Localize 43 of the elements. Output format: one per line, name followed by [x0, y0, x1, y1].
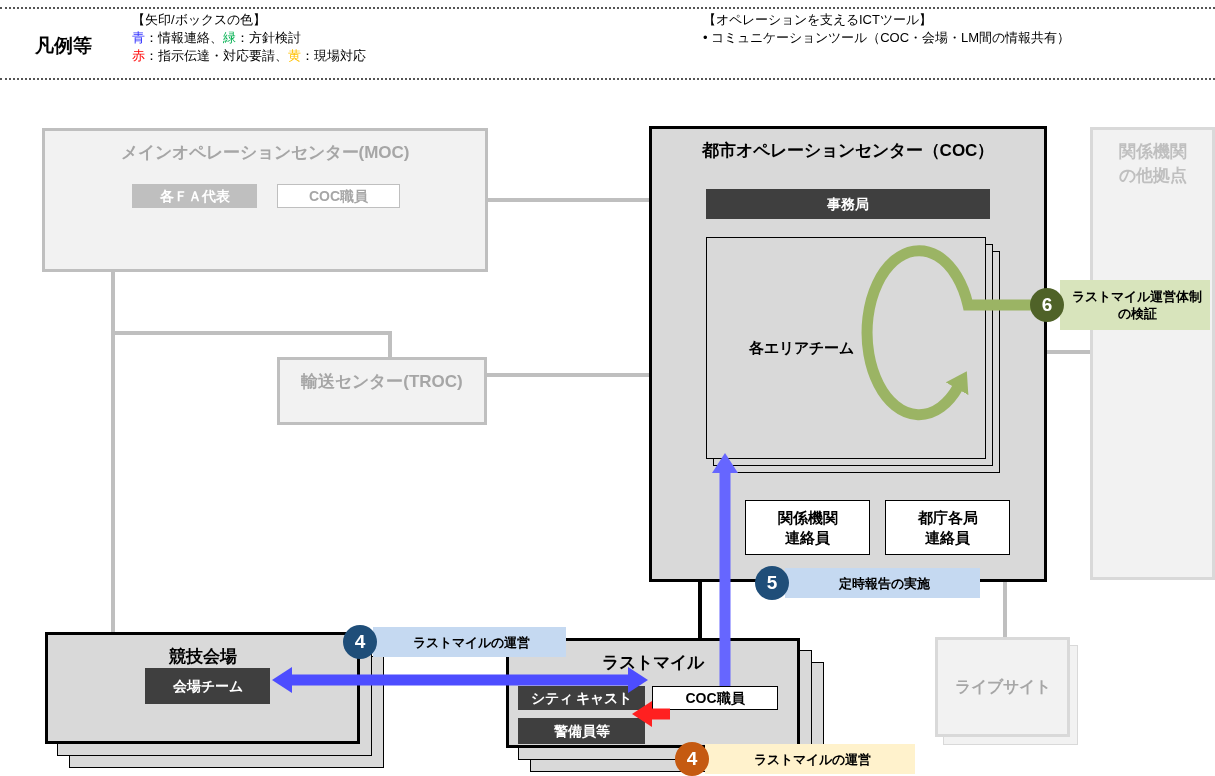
legend-text: • コミュニケーションツール（COC・会場・LM間の情報共有）: [703, 29, 1071, 47]
center-box: [277, 357, 487, 425]
box-title: ラストマイル: [601, 652, 706, 674]
box-title: 都市オペレーションセンター（COC）: [700, 140, 996, 162]
legend-text: ：方針検討: [236, 30, 301, 45]
legend-text: 【矢印/ボックスの色】: [132, 11, 266, 29]
double-arrow: [272, 667, 648, 693]
legend-text: 【オペレーションを支えるICTツール】: [703, 11, 932, 29]
callout-text: ラストマイル運営体制の検証: [1071, 288, 1203, 322]
role-label: COC職員: [652, 686, 778, 710]
color-key: 青: [132, 30, 145, 45]
box-title: 輸送センター(TROC): [300, 371, 464, 393]
liaison-box: 都庁各局連絡員: [885, 500, 1010, 555]
box-title: メインオペレーションセンター(MOC): [119, 142, 411, 164]
step-number: 4: [343, 625, 377, 659]
connector-line: [1047, 350, 1090, 354]
center-box: [42, 128, 488, 272]
arrow: [712, 453, 738, 686]
color-key: 赤: [132, 48, 145, 63]
connector-line: [111, 272, 115, 632]
legend-text: ：情報連絡、: [145, 30, 223, 45]
role-label: COC職員: [277, 184, 400, 208]
color-key: 黄: [288, 48, 301, 63]
connector-line: [487, 373, 649, 377]
team-label: 事務局: [706, 189, 990, 219]
legend-heading: 凡例等: [35, 34, 92, 58]
callout-text: ラストマイルの運営: [752, 750, 872, 768]
color-key: 緑: [223, 30, 236, 45]
callout-text: ラストマイルの運営: [412, 633, 531, 651]
liaison-box: 関係機関連絡員: [745, 500, 870, 555]
team-label: 警備員等: [518, 718, 645, 744]
box-title: 競技会場: [167, 646, 238, 668]
box-title: 各エリアチーム: [747, 338, 855, 358]
connector-line: [698, 582, 702, 638]
role-label: 各ＦＡ代表: [132, 184, 257, 208]
connector-line: [1003, 582, 1007, 637]
callout-text: 定時報告の実施: [838, 574, 931, 592]
legend-text: ：指示伝達・対応要請、: [145, 48, 288, 63]
team-label: 会場チーム: [145, 668, 270, 704]
connector-line: [488, 198, 649, 202]
arrow: [632, 701, 670, 727]
legend-text: ：現場対応: [301, 48, 366, 63]
team-label: シティ キャスト: [518, 686, 645, 710]
